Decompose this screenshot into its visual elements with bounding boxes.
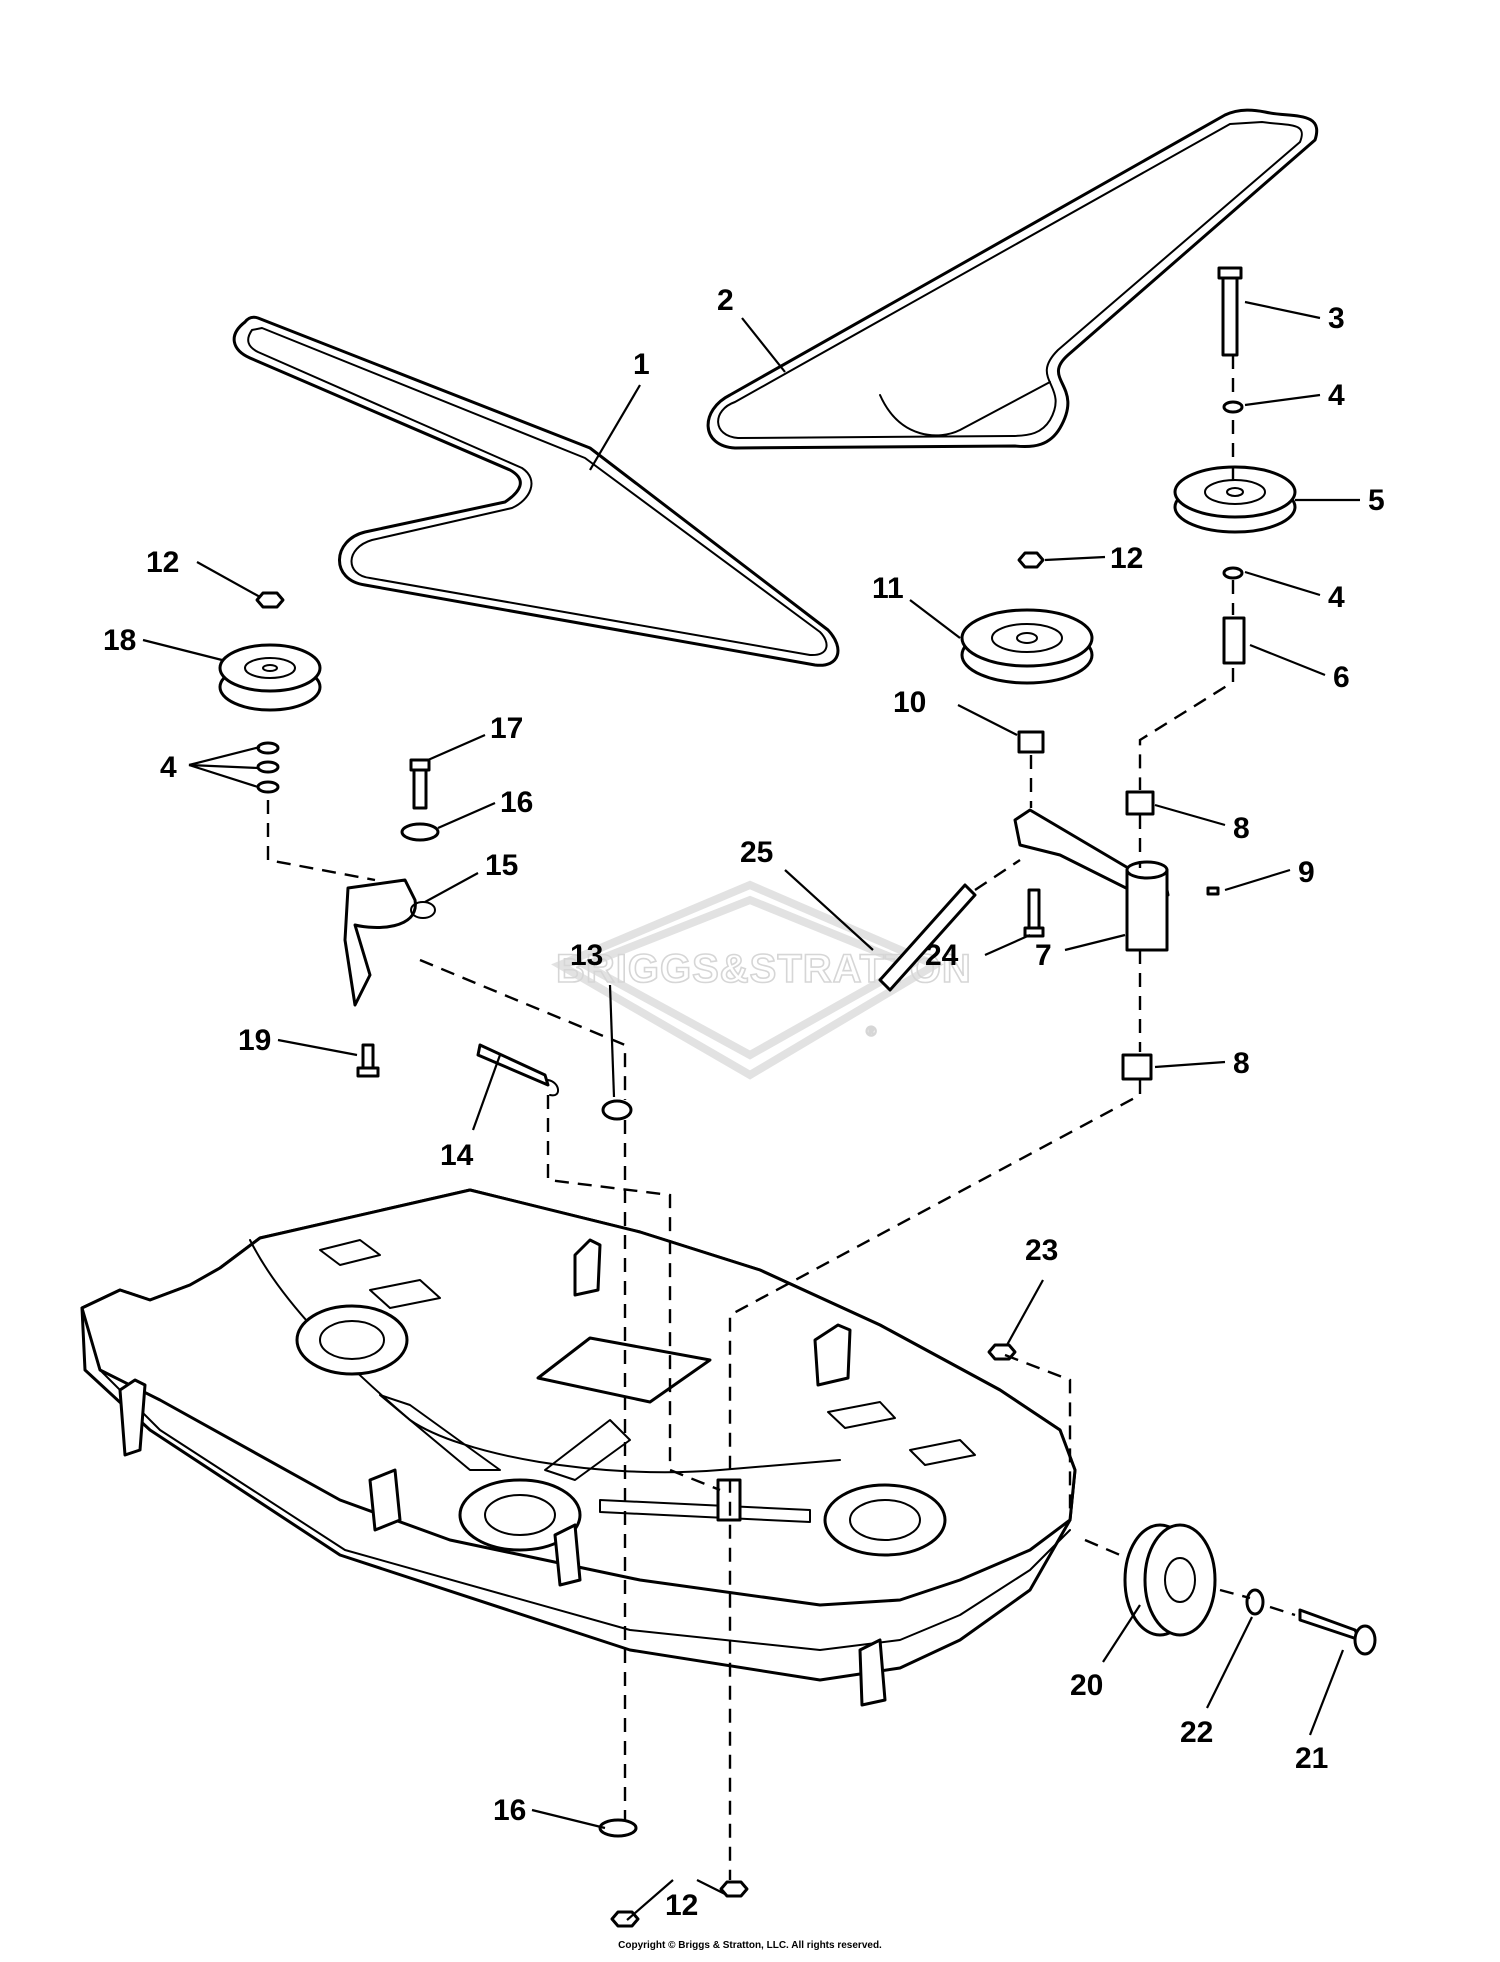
callout-12c: 12 <box>665 1889 698 1922</box>
callout-22: 22 <box>1180 1716 1213 1749</box>
mower-deck <box>80 1188 1077 1707</box>
callout-17: 17 <box>490 712 523 745</box>
callout-5: 5 <box>1368 484 1385 517</box>
callout-14: 14 <box>440 1139 474 1172</box>
callout-10: 10 <box>893 686 926 719</box>
belt-1 <box>232 315 840 667</box>
copyright-footer: Copyright © Briggs & Stratton, LLC. All … <box>618 1940 882 1951</box>
callout-19: 19 <box>238 1024 271 1057</box>
callout-2: 2 <box>717 284 734 317</box>
callout-1: 1 <box>633 348 650 381</box>
callout-3: 3 <box>1328 302 1345 335</box>
callout-12a: 12 <box>1110 542 1143 575</box>
callout-13: 13 <box>570 939 603 972</box>
hardware <box>255 266 1377 1928</box>
pulley-5 <box>1173 465 1297 534</box>
callout-4c: 4 <box>160 751 177 784</box>
callout-23: 23 <box>1025 1234 1058 1267</box>
callout-4a: 4 <box>1328 379 1345 412</box>
watermark-trademark: ® <box>866 1023 877 1039</box>
assembly-lines <box>266 355 1296 1880</box>
callout-25: 25 <box>740 836 773 869</box>
callout-15: 15 <box>485 849 518 882</box>
callout-4b: 4 <box>1328 581 1345 614</box>
callout-18: 18 <box>103 624 136 657</box>
callout-7: 7 <box>1035 939 1052 972</box>
callout-16b: 16 <box>493 1794 526 1827</box>
callout-20: 20 <box>1070 1669 1103 1702</box>
callout-11: 11 <box>872 572 904 605</box>
callout-24: 24 <box>925 939 959 972</box>
callout-8a: 8 <box>1233 812 1250 845</box>
callout-6: 6 <box>1333 661 1350 694</box>
pulley-11 <box>960 608 1094 685</box>
callout-16a: 16 <box>500 786 533 819</box>
briggs-stratton-watermark: BRIGGS&STRATTON ® <box>551 880 972 1080</box>
callout-12b: 12 <box>146 546 179 579</box>
callout-9: 9 <box>1298 856 1315 889</box>
callout-labels: 1 2 3 4 5 4 6 8 9 7 8 10 11 12 12 18 4 1… <box>103 284 1385 1922</box>
belt-2 <box>706 108 1319 450</box>
pulley-18 <box>218 643 322 712</box>
callout-8b: 8 <box>1233 1047 1250 1080</box>
callout-21: 21 <box>1295 1742 1328 1775</box>
leader-lines <box>142 300 1360 1921</box>
